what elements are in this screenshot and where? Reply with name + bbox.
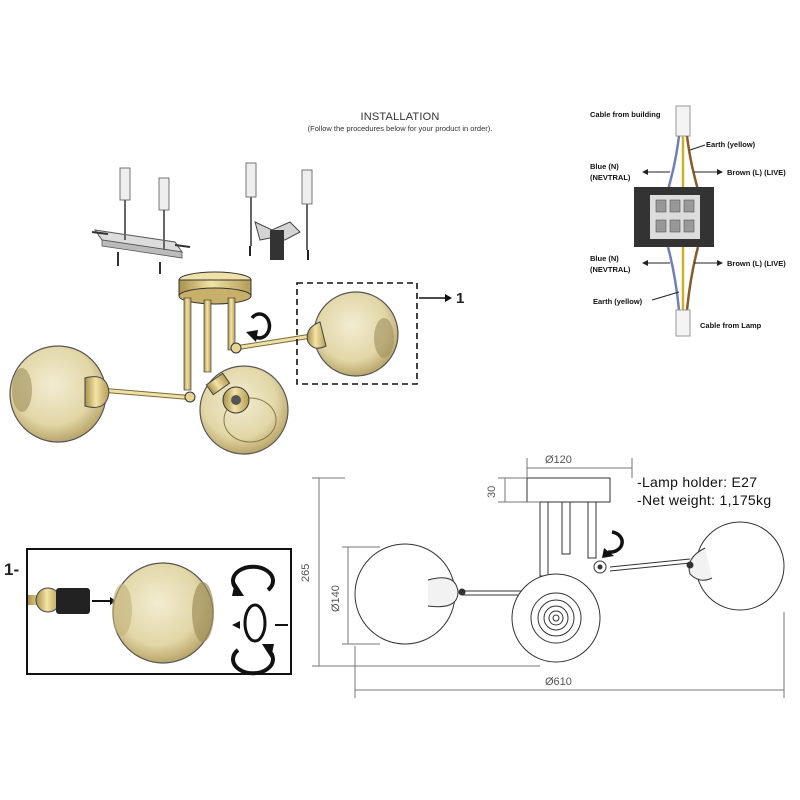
cross-bracket [245,162,313,260]
net-weight-spec: -Net weight: 1,175kg [637,492,772,508]
lamp-holder-spec: -Lamp holder: E27 [637,474,758,490]
total-width-dim: Ø610 [545,676,572,688]
blue-bottom-line2: (NEVTRAL) [590,265,631,274]
wiring-diagram [634,105,723,337]
blue-top-line1: Blue (N) [590,162,619,171]
canopy-diameter-dim: Ø120 [545,454,572,466]
rotate-arrow-icon [246,312,272,342]
total-height-dim: 265 [300,563,312,582]
canopy-height-dim: 30 [486,485,498,498]
globe-diameter-dim: Ø140 [330,585,342,612]
technical-drawing [312,458,785,698]
cable-from-building-label: Cable from building [590,110,661,119]
mounting-bracket [91,167,191,274]
installation-title: INSTALLATION [360,111,440,123]
earth-bottom-label: Earth (yellow) [593,297,643,306]
globe-left [9,345,110,443]
cable-from-lamp-label: Cable from Lamp [700,321,762,330]
earth-top-label: Earth (yellow) [706,140,756,149]
blue-top-line2: (NEVTRAL) [590,173,631,182]
detail-panel-label: 1- [4,560,20,579]
detail-highlight-box [296,282,452,385]
installation-subtitle: (Follow the procedures below for your pr… [307,124,493,133]
brown-bottom-label: Brown (L) (LIVE) [727,259,786,268]
brown-top-label: Brown (L) (LIVE) [727,168,786,177]
detail-marker-label: 1 [456,290,465,307]
blue-bottom-line1: Blue (N) [590,254,619,263]
detail-panel [26,548,292,676]
globe-front [199,365,289,455]
ceiling-canopy [178,271,252,391]
